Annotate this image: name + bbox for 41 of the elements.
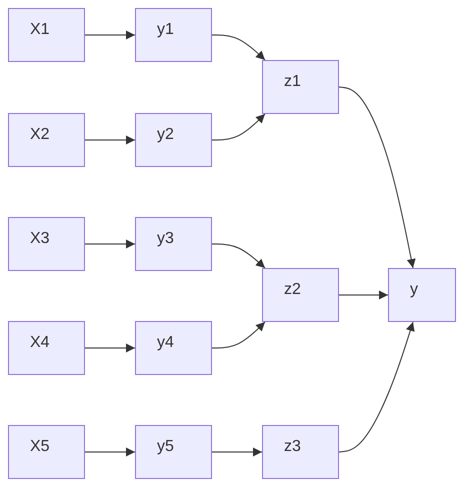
arrow xyxy=(84,240,136,248)
process-box xyxy=(388,268,456,322)
arrow xyxy=(212,244,266,268)
arrow xyxy=(338,322,415,452)
process-box xyxy=(262,268,339,322)
arrow xyxy=(212,322,266,348)
node-label: X3 xyxy=(30,230,50,248)
arrow xyxy=(212,34,266,60)
process-box xyxy=(135,8,212,62)
process-box xyxy=(8,425,85,479)
arrow xyxy=(84,344,136,352)
node-label: y4 xyxy=(157,334,174,352)
arrow xyxy=(212,114,266,140)
node-label: y3 xyxy=(157,230,174,248)
node-label: z3 xyxy=(284,438,301,456)
arrow xyxy=(338,86,416,268)
process-box xyxy=(262,60,339,114)
arrow xyxy=(84,30,136,40)
process-box xyxy=(135,217,212,271)
node-label: y2 xyxy=(157,126,174,144)
node-label: z2 xyxy=(284,281,301,299)
node-label: X1 xyxy=(30,21,50,39)
node-label: y xyxy=(410,281,418,299)
process-box xyxy=(135,321,212,375)
node-label: y5 xyxy=(157,438,174,456)
node-label: X5 xyxy=(30,438,50,456)
node-label: z1 xyxy=(284,73,301,91)
process-box xyxy=(8,8,85,62)
process-box xyxy=(8,217,85,271)
node-label: X4 xyxy=(30,334,50,352)
process-box xyxy=(262,425,339,479)
arrow xyxy=(84,136,136,144)
process-box xyxy=(8,113,85,167)
node-label: X2 xyxy=(30,126,50,144)
arrow xyxy=(338,290,388,300)
process-box xyxy=(135,113,212,167)
arrow xyxy=(84,448,136,456)
node-label: y1 xyxy=(157,21,174,39)
process-box xyxy=(8,321,85,375)
arrow xyxy=(212,448,262,456)
process-box xyxy=(135,425,212,479)
